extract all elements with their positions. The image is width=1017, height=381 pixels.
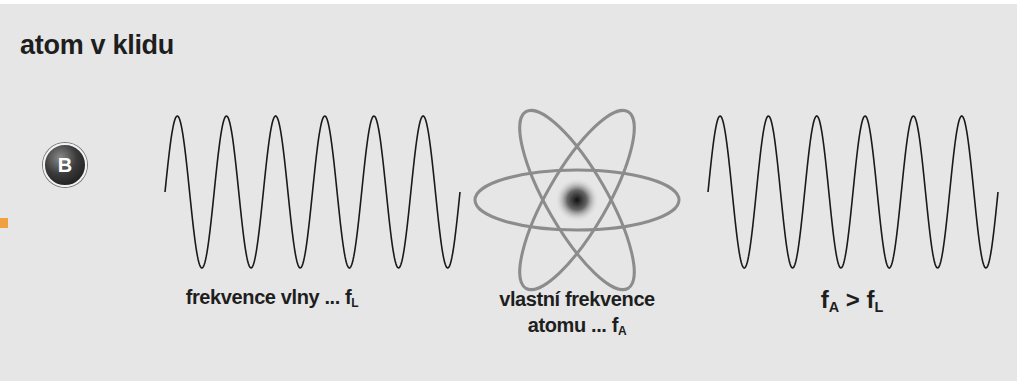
side-tab [0,218,8,228]
diagram-title: atom v klidu [20,30,174,61]
wave-frequency-label: frekvence vlny ... fL [186,286,359,310]
atom-frequency-label: vlastní frekvence atomu ... fA [470,286,685,344]
atom-symbol [475,97,679,304]
background-panel: atom v kliduBfrekvence vlny ... fL vlastn… [0,4,1017,381]
illustration [0,4,1017,381]
relation-label: fA > fL [821,286,884,315]
badge-circle: B [43,143,87,187]
wave [165,116,460,268]
wave [708,116,998,268]
badge-letter: B [58,154,72,177]
